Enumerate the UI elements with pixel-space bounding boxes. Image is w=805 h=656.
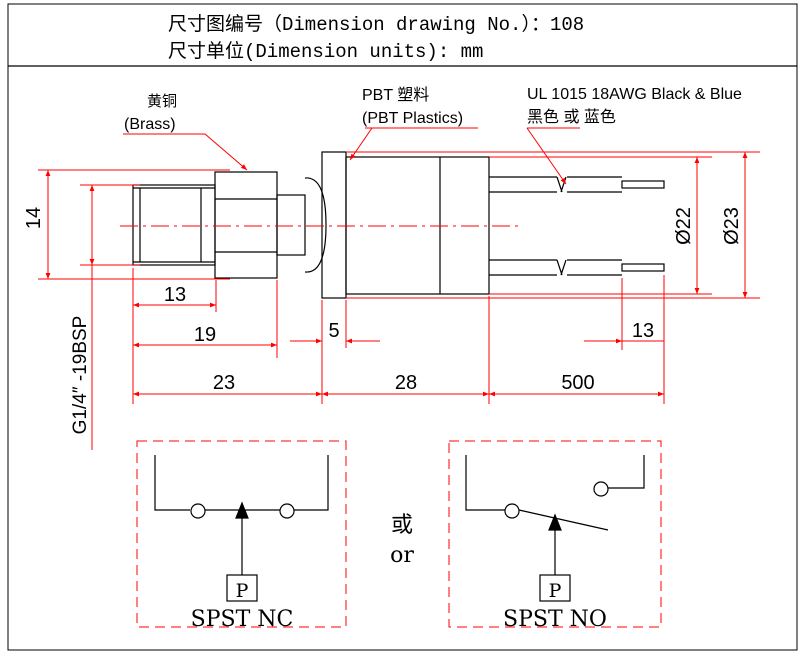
sensor-body	[132, 151, 665, 299]
pbt-label-cn: PBT 塑料	[362, 86, 429, 104]
nc-schematic	[154, 455, 329, 602]
neck	[276, 194, 306, 256]
no-p-label: P	[549, 580, 562, 602]
brass-label-cn: 黄铜	[147, 93, 177, 110]
dim-500: 500	[561, 372, 594, 394]
dim-23: 23	[213, 372, 235, 394]
wire-label-cn: 黑色 或 蓝色	[527, 108, 616, 126]
no-schematic	[465, 455, 645, 602]
dimension-lines	[38, 127, 760, 450]
dome	[304, 177, 327, 273]
outer-frame	[7, 3, 798, 651]
wire-label-en: UL 1015 18AWG Black & Blue	[527, 86, 742, 103]
brass-label-en: (Brass)	[124, 116, 176, 133]
dim-14: 14	[23, 207, 45, 229]
or-cn: 或	[391, 513, 413, 538]
dim-5: 5	[328, 320, 339, 342]
dim-28: 28	[395, 372, 417, 394]
no-schematic-frame	[448, 440, 662, 628]
header-line-2: 尺寸单位(Dimension units): mm	[168, 40, 483, 63]
dim-dia23: Ø23	[721, 207, 743, 245]
dim-dia22: Ø22	[673, 207, 695, 245]
thread-section	[132, 184, 216, 266]
or-en: or	[390, 543, 414, 568]
dim-13-right: 13	[632, 320, 654, 342]
pbt-label-en: (PBT Plastics)	[362, 110, 463, 127]
dim-13-left: 13	[164, 284, 186, 306]
nc-label: SPST NC	[191, 607, 294, 632]
header-line-1: 尺寸图编号（Dimension drawing No.）：108	[168, 13, 584, 36]
no-label: SPST NO	[503, 607, 607, 632]
nc-schematic-frame	[136, 440, 347, 628]
nc-p-label: P	[236, 580, 249, 602]
dim-19: 19	[194, 324, 216, 346]
hex-nut	[214, 171, 278, 279]
thread-spec: G1/4″ -19BSP	[70, 316, 91, 435]
